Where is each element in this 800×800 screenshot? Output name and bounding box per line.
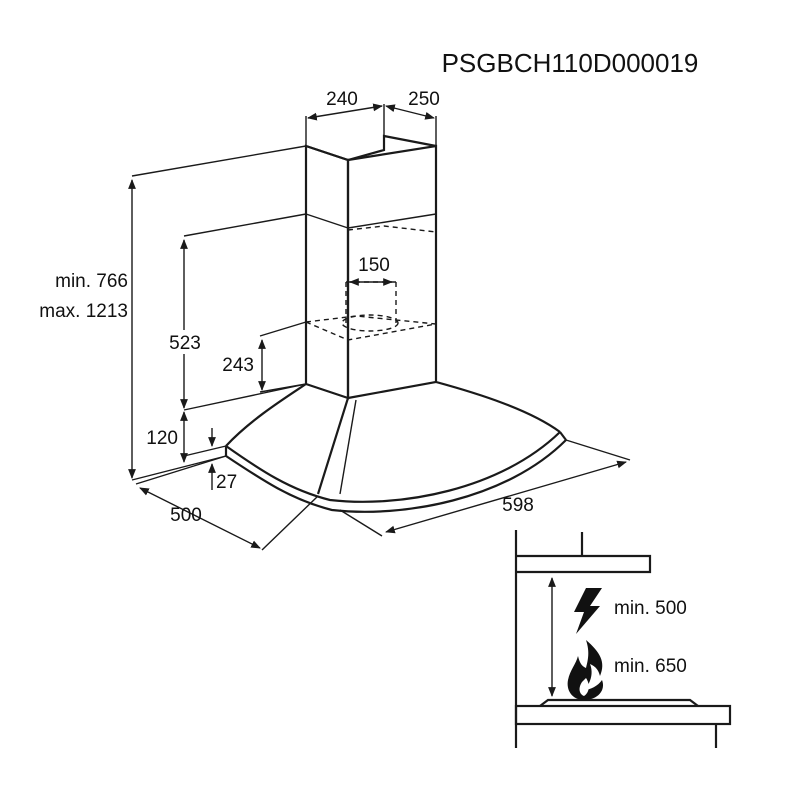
- chimney-depth-label: 250: [408, 89, 440, 110]
- height-dimensions: min. 766 max. 1213 523 243 120 27: [39, 145, 307, 493]
- canopy: [224, 380, 567, 513]
- outlet-diameter-label: 150: [358, 255, 390, 276]
- chimney: 150: [304, 134, 438, 400]
- clearance-diagram: min. 500 min. 650: [514, 530, 732, 748]
- height-max-label: max. 1213: [39, 301, 128, 322]
- edge-thickness-label: 27: [216, 472, 237, 493]
- chimney-lower-label: 523: [169, 333, 201, 354]
- chimney-top-dimensions: 240 250: [305, 89, 440, 146]
- width-label: 598: [502, 495, 534, 516]
- electric-clearance-label: min. 500: [614, 598, 687, 619]
- height-min-label: min. 766: [55, 271, 128, 292]
- flame-icon: [567, 640, 604, 700]
- model-code: PSGBCH110D000019: [442, 48, 699, 78]
- hood-height-label: 120: [146, 428, 178, 449]
- plan-dimensions: 500 598: [135, 439, 631, 551]
- lightning-icon: [574, 588, 602, 634]
- canopy-height-label: 243: [222, 355, 254, 376]
- gas-clearance-label: min. 650: [614, 656, 687, 677]
- chimney-width-label: 240: [326, 89, 358, 110]
- depth-label: 500: [170, 505, 202, 526]
